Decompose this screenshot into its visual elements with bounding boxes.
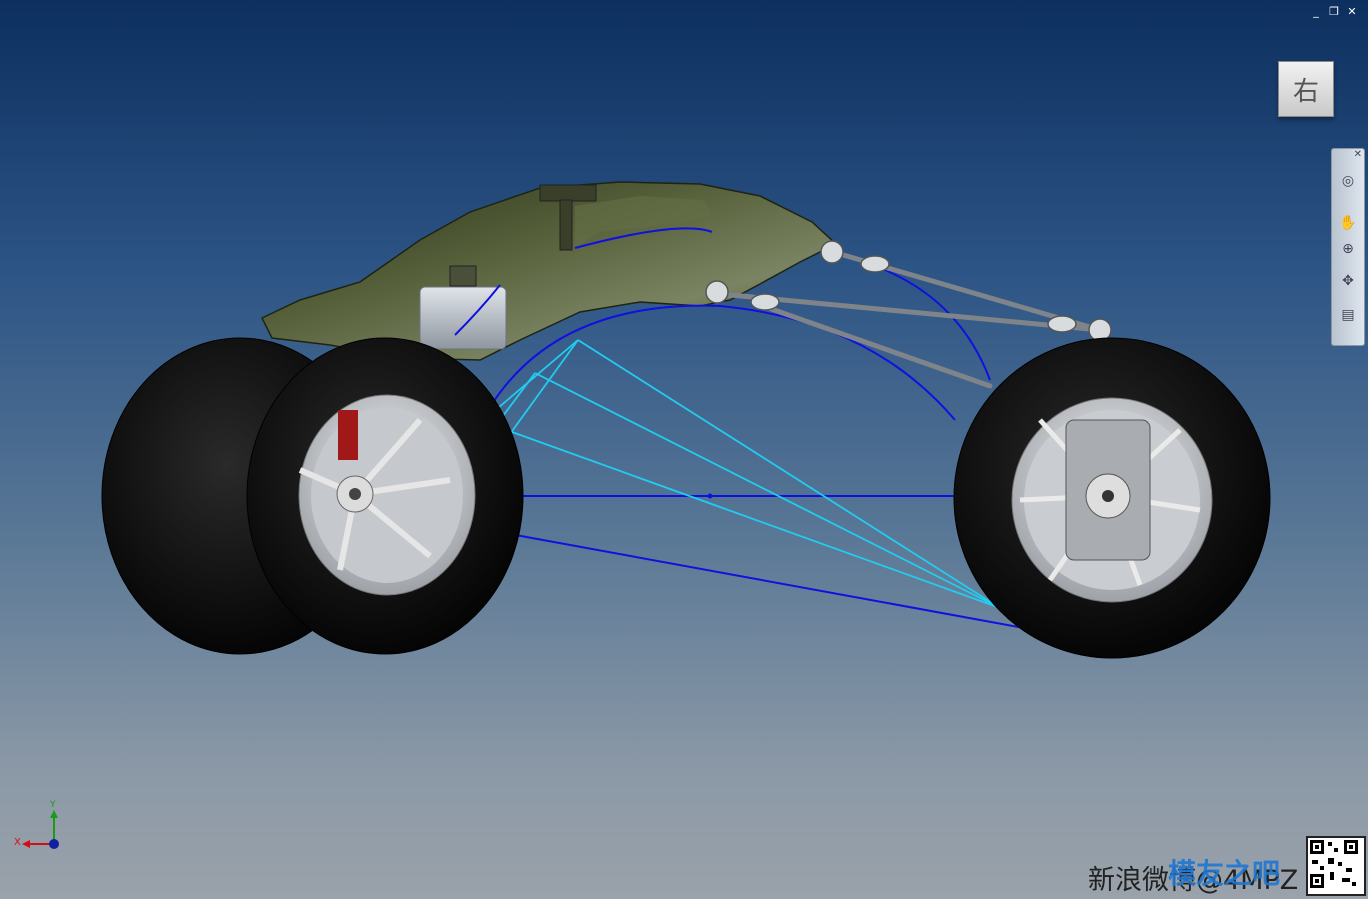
chassis-plate xyxy=(260,181,838,361)
steering-wheel-icon[interactable]: ◎ xyxy=(1341,173,1355,189)
restore-button[interactable]: ❐ xyxy=(1329,5,1339,18)
look-at-icon[interactable]: ▤ xyxy=(1341,307,1355,323)
minimize-button[interactable]: _ xyxy=(1313,5,1319,18)
watermark-logo: 模友之吧 xyxy=(1168,857,1281,890)
rod-ends xyxy=(705,240,1112,342)
window-controls: _ ❐ ✕ xyxy=(1310,6,1358,18)
sketch-lines-cyan xyxy=(497,339,1001,609)
close-button[interactable]: ✕ xyxy=(1347,5,1357,18)
servo-box xyxy=(419,286,507,350)
zoom-icon[interactable]: ⊕ xyxy=(1342,241,1354,257)
navbar-close-button[interactable]: ✕ xyxy=(1353,149,1362,160)
navigation-bar: ✕ ◎ ✋ ⊕ ✥ ▤ xyxy=(1331,148,1365,346)
rear-wheel xyxy=(101,337,524,655)
orbit-icon[interactable]: ✥ xyxy=(1342,273,1354,289)
x-axis-label: X xyxy=(14,837,21,848)
y-axis-label: Y xyxy=(50,800,56,810)
qr-code xyxy=(1306,836,1366,896)
coordinate-triad: X Y xyxy=(10,800,70,860)
front-wheel xyxy=(953,337,1271,659)
watermark-text: 新浪微博@4MPZ xyxy=(1088,865,1299,896)
pan-hand-icon[interactable]: ✋ xyxy=(1339,215,1357,231)
viewcube-right-face[interactable]: 右 xyxy=(1278,61,1334,117)
